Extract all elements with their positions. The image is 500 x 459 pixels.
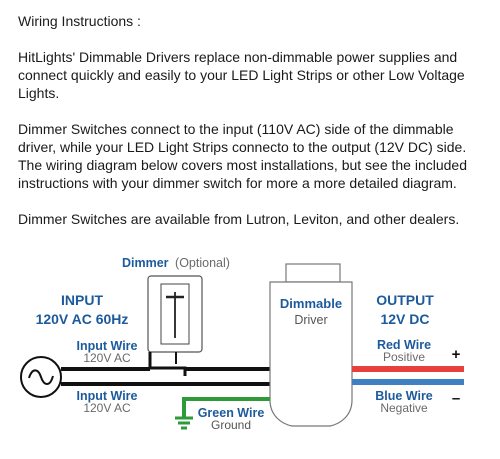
instructions-paragraph-3: Dimmer Switches are available from Lutro… bbox=[18, 211, 460, 227]
input-wire-1-label: Input Wire bbox=[77, 339, 138, 353]
instructions-paragraph-1: HitLights' Dimmable Drivers replace non-… bbox=[18, 49, 465, 101]
driver-label-line-1: Dimmable bbox=[280, 296, 342, 311]
wiring-diagram: Dimmer (Optional) INPUT 120V AC 60Hz Inp… bbox=[20, 256, 464, 432]
green-wire-sub: Ground bbox=[211, 418, 251, 432]
blue-negative-wire bbox=[352, 379, 464, 385]
dimmer-label: Dimmer (Optional) bbox=[122, 256, 230, 270]
red-wire-label: Red Wire bbox=[377, 338, 431, 352]
wiring-instructions-text: Wiring Instructions : HitLights' Dimmabl… bbox=[18, 12, 488, 246]
input-wire-1-spec: 120V AC bbox=[83, 351, 131, 365]
driver-body bbox=[269, 281, 353, 427]
instructions-heading: Wiring Instructions : bbox=[18, 13, 141, 29]
input-spec: 120V AC 60Hz bbox=[36, 311, 129, 327]
positive-sign: + bbox=[452, 346, 461, 363]
driver-label-line-2: Driver bbox=[294, 313, 327, 327]
output-title: OUTPUT bbox=[376, 292, 434, 308]
sine-wave-icon bbox=[28, 369, 54, 385]
output-spec: 12V DC bbox=[380, 311, 429, 327]
red-wire-sub: Positive bbox=[383, 350, 425, 364]
input-wire-2-spec: 120V AC bbox=[83, 401, 131, 415]
instructions-paragraph-2: Dimmer Switches connect to the input (11… bbox=[18, 121, 468, 191]
input-title: INPUT bbox=[61, 292, 103, 308]
dimmer-lead-wire-left bbox=[148, 352, 187, 376]
red-positive-wire bbox=[352, 366, 464, 372]
blue-wire-label: Blue Wire bbox=[375, 389, 433, 403]
green-ground-wire bbox=[182, 397, 270, 418]
driver-top-cap bbox=[285, 263, 341, 283]
negative-sign: – bbox=[452, 390, 460, 407]
blue-wire-sub: Negative bbox=[380, 401, 428, 415]
green-wire-label: Green Wire bbox=[198, 406, 265, 420]
input-wire-2-label: Input Wire bbox=[77, 389, 138, 403]
